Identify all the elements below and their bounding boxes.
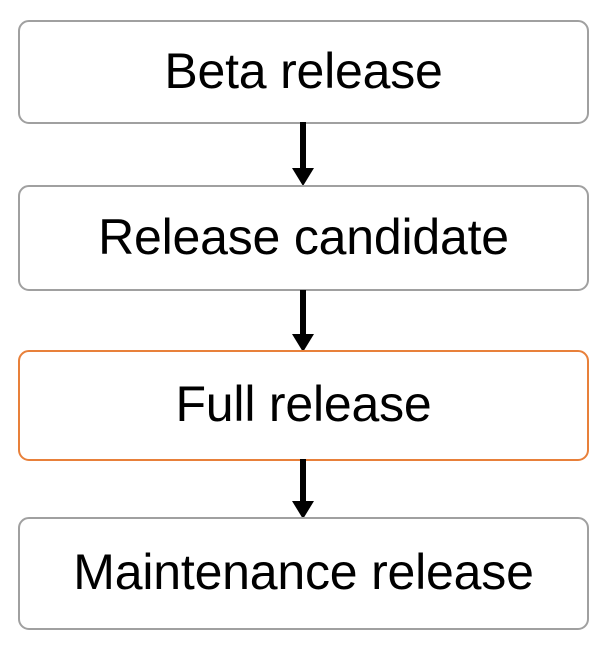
flow-node-label: Release candidate — [98, 208, 509, 265]
flow-node-full-release[interactable]: Full release — [18, 350, 589, 461]
flow-connector-full-to-maintenance — [283, 459, 323, 519]
flow-node-label: Maintenance release — [73, 544, 534, 600]
flow-node-release-candidate[interactable]: Release candidate — [18, 185, 589, 291]
arrow-down-icon — [292, 122, 314, 186]
flow-node-label: Full release — [175, 376, 432, 432]
flow-node-maintenance-release[interactable]: Maintenance release — [18, 517, 589, 630]
flow-connector-rc-to-full — [283, 290, 323, 352]
arrow-down-icon — [292, 290, 314, 352]
flow-connector-beta-to-rc — [283, 122, 323, 186]
flow-node-beta-release[interactable]: Beta release — [18, 20, 589, 124]
flow-node-label: Beta release — [164, 42, 443, 99]
arrow-down-icon — [292, 459, 314, 519]
